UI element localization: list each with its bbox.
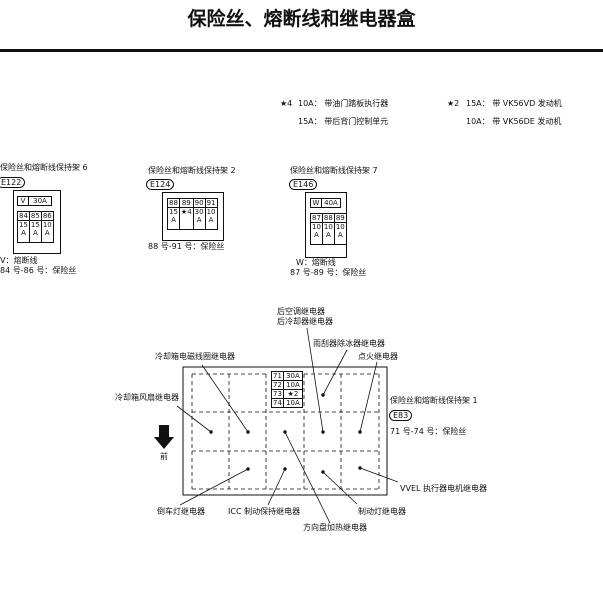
holder7-connector: E146 — [289, 179, 318, 190]
note-star4-mark: ★4 — [280, 99, 293, 108]
front-arrow-icon — [154, 425, 174, 449]
holder7-legend-2: 87 号-89 号：保险丝 — [290, 268, 367, 277]
holder6-legend-1: V：熔断线 — [0, 256, 38, 265]
label-icc-brake-hold-relay: ICC 制动保持继电器 — [228, 507, 301, 516]
note-star2-line2: 10A： 带 VK56DE 发动机 — [466, 117, 562, 126]
label-ignition-relay: 点火继电器 — [358, 352, 398, 361]
label-wiper-deicer-relay: 雨刮器除冰器继电器 — [313, 339, 385, 348]
holder7-title: 保险丝和熔断线保持架 7 — [290, 166, 378, 175]
label-vvel-relay: VVEL 执行器电机继电器 — [400, 484, 487, 493]
holder6-legend-2: 84 号-86 号：保险丝 — [0, 266, 77, 275]
leader-lines — [176, 327, 399, 524]
relay-box-outline — [182, 366, 388, 496]
title-divider — [0, 49, 603, 52]
holder2-box — [162, 192, 224, 241]
front-label: 前 — [160, 452, 168, 461]
holder1-connector: E83 — [389, 410, 413, 421]
holder1-title: 保险丝和熔断线保持架 1 — [390, 396, 478, 405]
note-star2-mark: ★2 — [447, 99, 460, 108]
holder2-legend: 88 号-91 号：保险丝 — [148, 242, 225, 251]
label-steering-heater-relay: 方向盘加热继电器 — [303, 523, 367, 532]
holder2-connector: E124 — [146, 179, 175, 190]
label-cool-box-solenoid-relay: 冷却箱电磁线圈继电器 — [155, 352, 235, 361]
label-rear-cooler-relay: 后冷却器继电器 — [277, 317, 333, 326]
label-backup-lamp-relay: 倒车灯继电器 — [157, 507, 205, 516]
label-cool-box-fan-relay: 冷却箱风扇继电器 — [115, 393, 179, 402]
holder7-box — [305, 192, 347, 258]
relay-grid — [191, 373, 380, 490]
holder6-box — [13, 190, 61, 254]
holder2-title: 保险丝和熔断线保持架 2 — [148, 166, 236, 175]
page-title: 保险丝、熔断线和继电器盒 — [187, 8, 416, 30]
label-rear-ac-relay: 后空调继电器 — [277, 307, 325, 316]
holder1-legend: 71 号-74 号：保险丝 — [390, 427, 467, 436]
note-star2-line1: 15A： 带 VK56VD 发动机 — [466, 99, 562, 108]
holder7-legend-1: W：熔断线 — [296, 258, 336, 267]
note-star4-line2: 15A： 带后背门控制单元 — [298, 117, 389, 126]
note-star4-line1: 10A： 带油门踏板执行器 — [298, 99, 389, 108]
holder6-title: 保险丝和熔断线保持架 6 — [0, 163, 88, 172]
label-stop-lamp-relay: 制动灯继电器 — [358, 507, 406, 516]
holder6-connector: E122 — [0, 177, 26, 188]
